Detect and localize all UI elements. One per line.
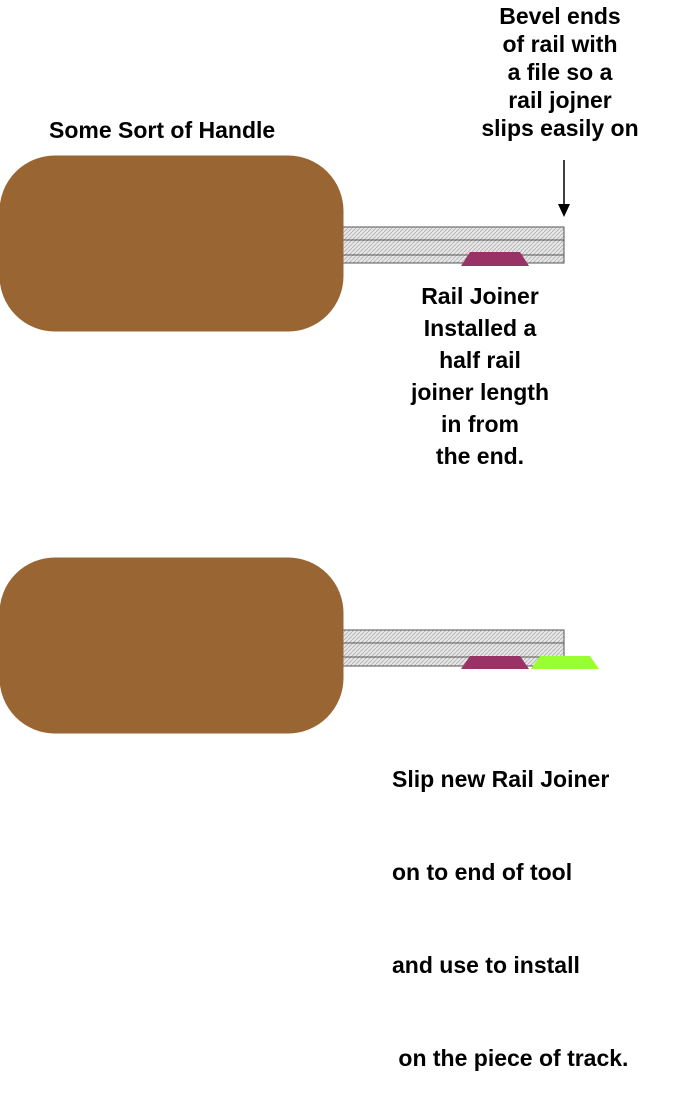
slip-label-line: and use to install	[392, 952, 580, 978]
slip-label-line: Slip new Rail Joiner	[392, 766, 610, 792]
handle-bottom	[0, 557, 344, 734]
installed-rail-joiner-top	[461, 252, 529, 266]
bevel-label-line: of rail with	[502, 31, 618, 57]
handle-label: Some Sort of Handle	[49, 117, 276, 143]
tool-bottom	[0, 557, 599, 734]
bevel-label-line: Bevel ends	[499, 3, 621, 29]
installed-rail-joiner-bottom	[461, 656, 529, 669]
bevel-label-line: rail jojner	[508, 87, 612, 113]
rail-joiner-label-line: joiner length	[411, 379, 549, 405]
bevel-arrow	[558, 160, 570, 217]
rail-joiner-label-line: Installed a	[423, 315, 537, 341]
slip-label-line: on to end of tool	[392, 859, 573, 885]
bevel-label-line: slips easily on	[481, 115, 639, 141]
rail-joiner-label-line: in from	[441, 411, 519, 437]
new-rail-joiner	[531, 656, 599, 669]
rail-bottom	[337, 629, 565, 667]
tool-top	[0, 155, 565, 332]
handle-top	[0, 155, 344, 332]
slip-label-line: on the piece of track.	[392, 1045, 629, 1071]
slip-label: Slip new Rail Joiner on to end of tool a…	[392, 702, 628, 1105]
rail-joiner-label-line: the end.	[435, 443, 525, 469]
rail-joiner-label-line: half rail	[439, 347, 521, 373]
rail-joiner-label: Rail Joiner Installed a half rail joiner…	[370, 280, 590, 472]
diagram-canvas	[0, 155, 599, 734]
bevel-label: Bevel ends of rail with a file so a rail…	[450, 2, 670, 142]
rail-top	[337, 226, 565, 264]
bevel-label-line: a file so a	[507, 59, 613, 85]
rail-joiner-label-line: Rail Joiner	[421, 283, 539, 309]
